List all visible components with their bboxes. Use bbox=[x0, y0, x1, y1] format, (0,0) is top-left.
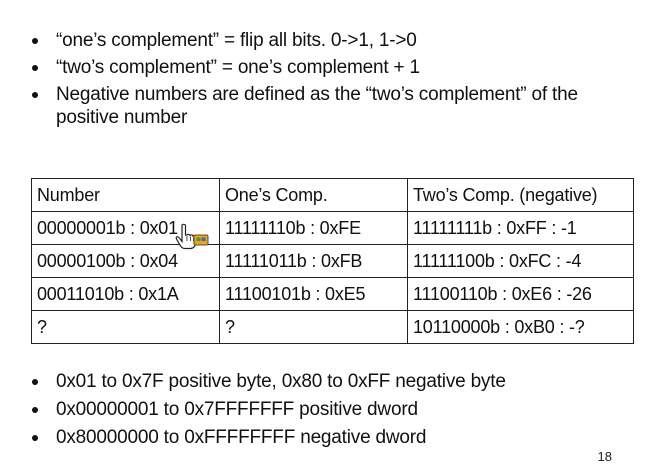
table-cell: ? bbox=[31, 310, 220, 344]
bullet-byte-range: 0x01 to 0x7F positive byte, 0x80 to 0xFF… bbox=[24, 370, 624, 393]
bullet-text: “one’s complement” = flip all bits. 0->1… bbox=[56, 30, 417, 51]
header-number: Number bbox=[31, 178, 220, 212]
bullet-text: 0x80000000 to 0xFFFFFFFF negative dword bbox=[56, 427, 427, 448]
table-cell: 11100101b : 0xE5 bbox=[219, 277, 408, 311]
table-cell: 00000100b : 0x04 bbox=[31, 244, 220, 278]
table-cell: ? bbox=[219, 310, 408, 344]
bullet-ones-complement: “one’s complement” = flip all bits. 0->1… bbox=[24, 29, 624, 52]
table-cell: 11100110b : 0xE6 : -26 bbox=[407, 277, 634, 311]
table-row: ? ? 10110000b : 0xB0 : -? bbox=[31, 310, 634, 344]
bullet-text: 0x01 to 0x7F positive byte, 0x80 to 0xFF… bbox=[56, 371, 506, 392]
table-cell: 11111011b : 0xFB bbox=[219, 244, 408, 278]
bullet-dot-icon bbox=[32, 435, 38, 441]
table-cell: 10110000b : 0xB0 : -? bbox=[407, 310, 634, 344]
header-twos-comp: Two’s Comp. (negative) bbox=[407, 178, 634, 212]
bullet-twos-complement: “two’s complement” = one’s complement + … bbox=[24, 56, 624, 79]
bullet-negative-dword: 0x80000000 to 0xFFFFFFFF negative dword bbox=[24, 426, 624, 449]
bullet-dot-icon bbox=[32, 379, 38, 385]
bullet-text: “two’s complement” = one’s complement + … bbox=[56, 57, 420, 78]
table-cell: 11111110b : 0xFE bbox=[219, 211, 408, 245]
bottom-bullet-list: 0x01 to 0x7F positive byte, 0x80 to 0xFF… bbox=[24, 370, 624, 454]
table-cell: 00011010b : 0x1A bbox=[31, 277, 220, 311]
bullet-positive-dword: 0x00000001 to 0x7FFFFFFF positive dword bbox=[24, 398, 624, 421]
table-cell: 11111100b : 0xFC : -4 bbox=[407, 244, 634, 278]
top-bullet-list: “one’s complement” = flip all bits. 0->1… bbox=[24, 29, 624, 133]
table-header-row: Number One’s Comp. Two’s Comp. (negative… bbox=[31, 178, 634, 212]
page-number: 18 bbox=[597, 449, 612, 464]
table-row: 00000100b : 0x04 11111011b : 0xFB 111111… bbox=[31, 244, 634, 278]
cursor-badge bbox=[193, 234, 209, 246]
bullet-text: Negative numbers are defined as the “two… bbox=[56, 84, 578, 128]
table-cell: 11111111b : 0xFF : -1 bbox=[407, 211, 634, 245]
table-row: 00011010b : 0x1A 11100101b : 0xE5 111001… bbox=[31, 277, 634, 311]
cursor-badge-mark bbox=[196, 237, 201, 241]
cursor-badge-mark bbox=[201, 237, 206, 241]
header-ones-comp: One’s Comp. bbox=[219, 178, 408, 212]
bullet-dot-icon bbox=[32, 65, 38, 71]
complement-table: Number One’s Comp. Two’s Comp. (negative… bbox=[31, 178, 634, 344]
bullet-text: 0x00000001 to 0x7FFFFFFF positive dword bbox=[56, 399, 418, 420]
bullet-dot-icon bbox=[32, 407, 38, 413]
bullet-negative-numbers: Negative numbers are defined as the “two… bbox=[24, 83, 624, 129]
bullet-dot-icon bbox=[32, 38, 38, 44]
hand-pointer-icon bbox=[175, 223, 209, 250]
bullet-dot-icon bbox=[32, 92, 38, 98]
table-row: 00000001b : 0x01 11111110b : 0xFE 111111… bbox=[31, 211, 634, 245]
hand-shape bbox=[175, 223, 197, 250]
